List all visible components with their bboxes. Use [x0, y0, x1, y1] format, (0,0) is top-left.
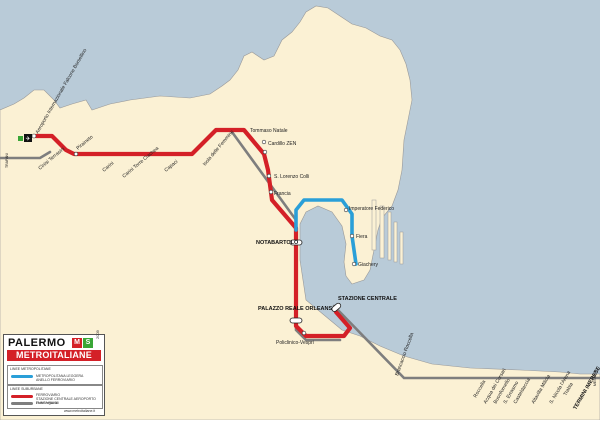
station-cardillo[interactable]: Cardillo ZEN — [268, 141, 297, 147]
legend-year: 2009 — [95, 330, 100, 339]
legend-brand: METROITALIANE — [7, 350, 101, 361]
legend-red-text: FERROVIARIO — [36, 393, 61, 397]
legend-grey-swatch — [11, 402, 33, 405]
legend-grey-text: Linee regionali — [36, 401, 59, 405]
station-francia[interactable]: Francia — [274, 191, 291, 197]
legend-red-swatch — [11, 395, 33, 398]
airport-icon[interactable] — [24, 134, 32, 142]
brand-metro: METRO — [16, 350, 50, 360]
legend-blue-swatch — [11, 375, 33, 378]
legend-metro-box: LINEE METROPOLITANE METROPOLITANA LEGGER… — [7, 365, 103, 385]
badge-m: M — [72, 338, 82, 348]
station-dots — [31, 133, 357, 336]
legend-red-text2: STAZIONE CENTRALE AEROPORTO PUNTA RAISI — [36, 397, 96, 405]
station-centrale[interactable]: STAZIONE CENTRALE — [338, 296, 397, 302]
legend-blue-text2: ANELLO FERROVIARIO — [36, 378, 75, 382]
station-palazzo-reale[interactable]: PALAZZO REALE ORLEANS — [258, 306, 332, 312]
station-giachery[interactable]: Giachery — [358, 262, 379, 268]
land-area — [0, 5, 600, 421]
parking-icon-airport — [18, 136, 23, 141]
legend-badge: M S — [72, 338, 93, 348]
legend-city: PALERMO — [8, 337, 66, 349]
grey-line-south — [230, 130, 342, 342]
station-policlinico[interactable]: Policlinico-Vespri — [276, 340, 314, 346]
station-san-lorenzo[interactable]: S. Lorenzo Colli — [274, 174, 309, 180]
interchange-orleans[interactable] — [289, 317, 303, 324]
legend-section2: LINEE SUBURBANE — [10, 387, 43, 391]
edge-label-messina: MESSINA — [593, 370, 597, 386]
interchange-centrale[interactable] — [331, 302, 342, 312]
harbour-piers — [371, 199, 404, 265]
badge-s: S — [83, 338, 93, 348]
legend-section1: LINEE METROPOLITANE — [10, 367, 51, 371]
legend-footer: www.metroitaliane.it — [64, 409, 96, 413]
grey-line-west — [0, 150, 52, 160]
station-notabartolo[interactable]: NOTABARTOLO — [256, 240, 299, 246]
grey-line-east — [332, 304, 600, 380]
legend-blue-text: METROPOLITANA LEGGERA — [36, 374, 84, 378]
legend-panel: PALERMO M S 2009 METROITALIANE LINEE MET… — [3, 330, 105, 416]
station-imperatore-federico[interactable]: Imperatore Federico — [349, 206, 394, 212]
edge-label-trapani: TRAPANI — [5, 153, 9, 168]
station-tommaso-natale[interactable]: Tommaso Natale — [250, 128, 288, 134]
legend-suburban-box: LINEE SUBURBANE FERROVIARIO STAZIONE CEN… — [7, 385, 103, 409]
airport-glyph: ✈ — [25, 136, 30, 143]
interchange-notabartolo[interactable] — [289, 239, 303, 246]
regional-lines — [0, 130, 600, 380]
red-line — [33, 127, 353, 339]
brand-italiane: ITALIANE — [49, 350, 92, 360]
station-fiera[interactable]: Fiera — [356, 234, 368, 240]
